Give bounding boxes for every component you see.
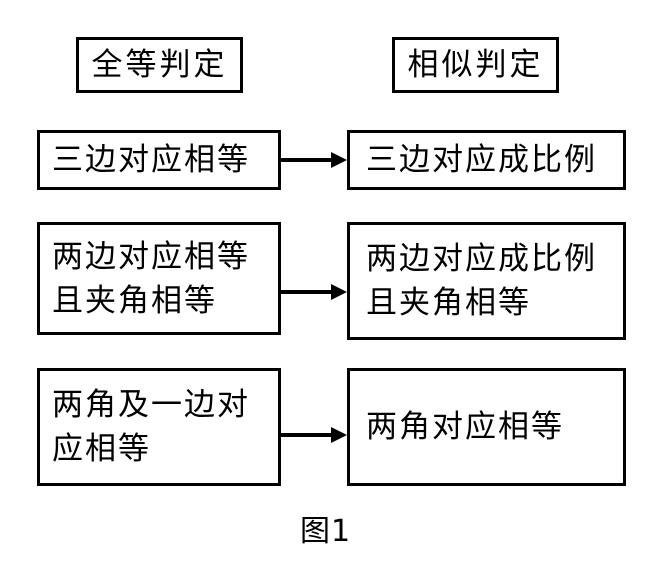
criterion-line: 两边对应相等 [52,238,250,275]
criterion-box-congruent-2: 两边对应相等 且夹角相等 [37,222,281,335]
criterion-box-congruent-1: 三边对应相等 [37,130,281,190]
criterion-box-congruent-3: 两角及一边对 应相等 [37,368,281,486]
arrow-head-icon [331,152,347,168]
criterion-line: 应相等 [52,431,151,467]
criterion-line: 两角对应相等 [366,409,564,445]
arrow-head-icon [331,427,347,443]
criterion-line: 三边对应相等 [52,142,250,178]
arrow-row-1 [281,152,347,168]
criterion-line: 两边对应成比例 [366,241,597,277]
criterion-box-similar-2: 两边对应成比例 且夹角相等 [347,222,626,340]
header-box-congruent: 全等判定 [76,37,243,93]
criterion-box-similar-1: 三边对应成比例 [347,130,626,190]
arrow-shaft [281,158,333,162]
criterion-box-similar-3: 两角对应相等 [347,368,626,486]
arrow-row-3 [281,427,347,443]
arrow-row-2 [281,284,347,300]
criterion-line: 三边对应成比例 [366,142,597,178]
figure-caption: 图1 [299,514,352,549]
criterion-line: 且夹角相等 [52,282,217,319]
criterion-line: 且夹角相等 [366,285,531,321]
criterion-line: 两角及一边对 [52,387,250,423]
header-box-similar: 相似判定 [392,37,559,93]
arrow-shaft [281,433,333,437]
arrow-shaft [281,290,333,294]
arrow-head-icon [331,284,347,300]
header-label-congruent: 全等判定 [91,47,228,83]
header-label-similar: 相似判定 [407,47,544,83]
